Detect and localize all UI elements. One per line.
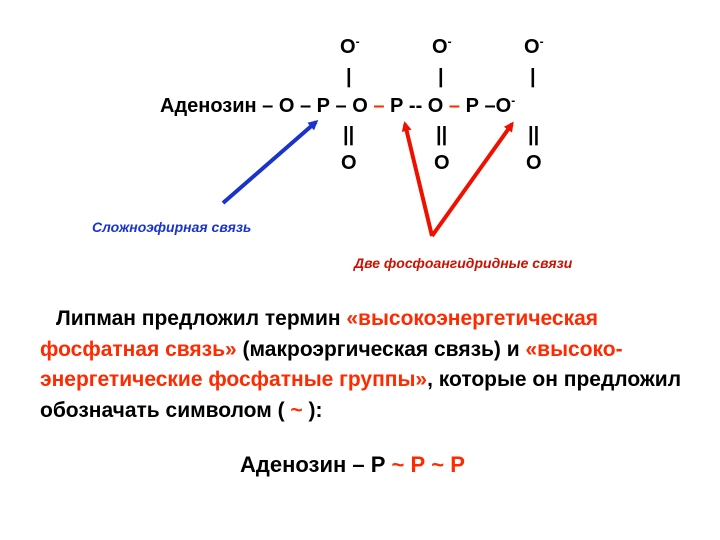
- phosphate-2-bottom-oxygen: O: [434, 152, 450, 174]
- lipmann-paragraph: Липман предложил термин «высокоэнергетич…: [40, 307, 682, 422]
- high-energy-bond-1: ~: [391, 452, 405, 477]
- anhydride-bond-arrow-2: [430, 121, 514, 238]
- anhydride-bond-arrow-1: [401, 121, 434, 237]
- term-high-energy-bond: «высокоэнергетическая фосфатная связь»: [40, 307, 599, 361]
- phosphate-1-bottom-oxygen: O: [341, 152, 357, 174]
- negative-charge: -: [447, 34, 452, 49]
- double-bond-2: ||: [436, 124, 448, 146]
- high-energy-bond-2: ~: [431, 452, 445, 477]
- tilde-symbol: ~: [290, 398, 303, 422]
- phosphate-3-bottom-oxygen: O: [526, 152, 542, 174]
- anhydride-bond-2: –: [448, 95, 461, 117]
- anhydride-bonds-label: Две фосфоангидридные связи: [354, 255, 573, 271]
- single-bond-2: |: [438, 66, 444, 88]
- adenosine-triphosphate-notation: Аденозин – Р ~ Р ~ Р: [240, 452, 465, 477]
- ester-bond-arrow: [221, 120, 319, 205]
- term-high-energy-groups: «высоко­энергетические фосфатные группы»: [40, 337, 623, 392]
- ester-bond-label: Сложноэфирная связь: [92, 219, 252, 235]
- phosphate-1-top-oxygen: O-: [340, 34, 360, 58]
- double-bond-3: ||: [528, 124, 540, 146]
- single-bond-3: |: [530, 66, 536, 88]
- terminal-negative-charge: -: [511, 93, 516, 108]
- double-bond-1: ||: [343, 124, 355, 146]
- phosphate-2-top-oxygen: O-: [432, 34, 452, 58]
- single-bond-1: |: [346, 66, 352, 88]
- negative-charge: -: [539, 34, 544, 49]
- anhydride-bond-1: –: [373, 95, 385, 117]
- atp-chain: Аденозин – О – Р – О – Р -- О – Р –О-: [160, 93, 516, 117]
- negative-charge: -: [355, 34, 360, 49]
- phosphate-3-top-oxygen: O-: [524, 34, 544, 58]
